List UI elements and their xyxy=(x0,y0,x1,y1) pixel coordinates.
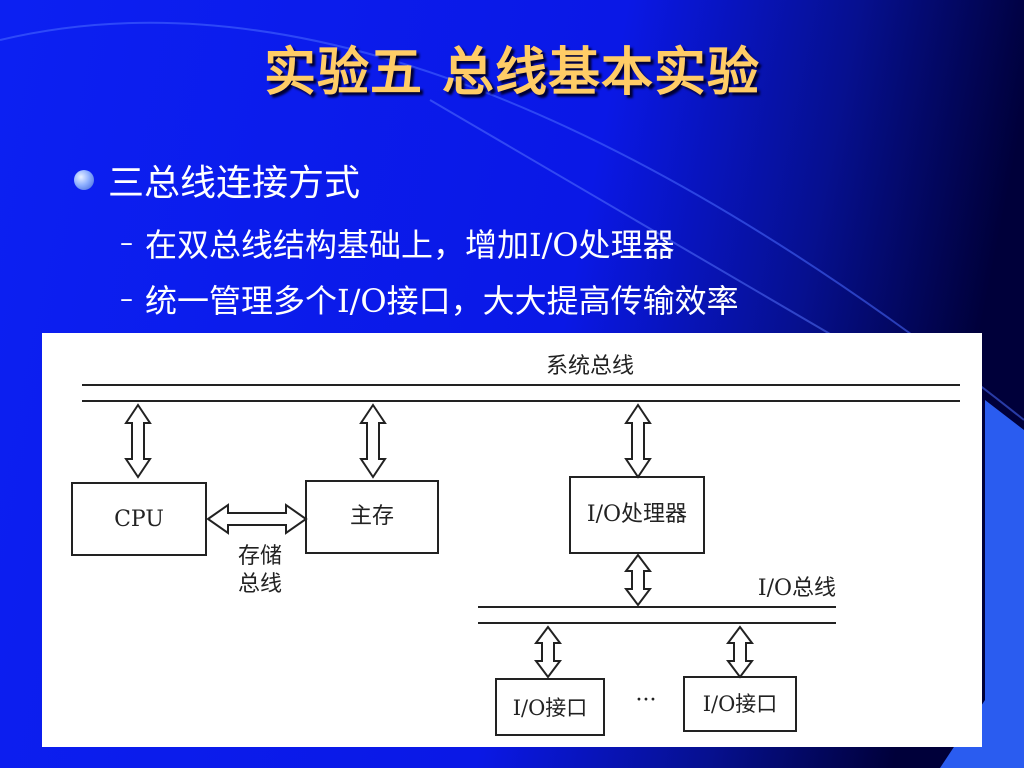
storage-bus-arrow xyxy=(206,503,308,535)
sub-bullet-2: – 统一管理多个I/O接口，大大提高传输效率 xyxy=(120,276,739,322)
io-interface-box-2 xyxy=(683,676,797,732)
bus-diagram-panel: 系统总线 CPU 主存 存储 总线 I/O处理器 I/O总线 I/O接口 xyxy=(42,333,982,747)
io-interface-label-2: I/O接口 xyxy=(703,692,778,716)
sub-bullet-2-text: 统一管理多个I/O接口，大大提高传输效率 xyxy=(145,282,739,320)
dash-icon: – xyxy=(120,228,133,258)
memory-box xyxy=(305,480,439,554)
sub-bullet-1-text: 在双总线结构基础上，增加I/O处理器 xyxy=(145,226,675,264)
io-processor-iobus-arrow xyxy=(624,553,652,607)
bullet-dot-icon xyxy=(74,170,94,190)
io-interface-1-arrow xyxy=(534,625,562,679)
io-processor-label: I/O处理器 xyxy=(587,502,687,527)
cpu-label: CPU xyxy=(114,507,164,532)
io-interface-box-1 xyxy=(495,678,605,736)
system-bus-label: 系统总线 xyxy=(546,354,634,379)
io-interface-label-1: I/O接口 xyxy=(513,696,588,720)
memory-label: 主存 xyxy=(350,504,394,529)
bus-diagram: 系统总线 CPU 主存 存储 总线 I/O处理器 I/O总线 I/O接口 xyxy=(71,354,960,736)
io-processor-bus-arrow xyxy=(624,403,652,479)
bullet-main: 三总线连接方式 xyxy=(74,154,360,206)
page-title: 实验五 总线基本实验 xyxy=(263,43,761,103)
ellipsis: ··· xyxy=(636,688,657,713)
io-interface-2-arrow xyxy=(726,625,754,679)
storage-bus-label-line2: 总线 xyxy=(238,572,282,597)
decor-arc xyxy=(0,21,1024,421)
dash-icon: – xyxy=(120,284,133,314)
sub-bullet-1: – 在双总线结构基础上，增加I/O处理器 xyxy=(120,220,675,266)
memory-bus-arrow xyxy=(359,403,387,479)
cpu-bus-arrow xyxy=(124,403,152,479)
decor-corner-shape xyxy=(940,400,1024,768)
io-processor-box xyxy=(569,476,705,554)
storage-bus-label-line1: 存储 xyxy=(238,544,282,569)
cpu-box xyxy=(71,482,207,556)
io-bus-label: I/O总线 xyxy=(758,576,836,601)
bullet-main-text: 三总线连接方式 xyxy=(108,163,361,204)
